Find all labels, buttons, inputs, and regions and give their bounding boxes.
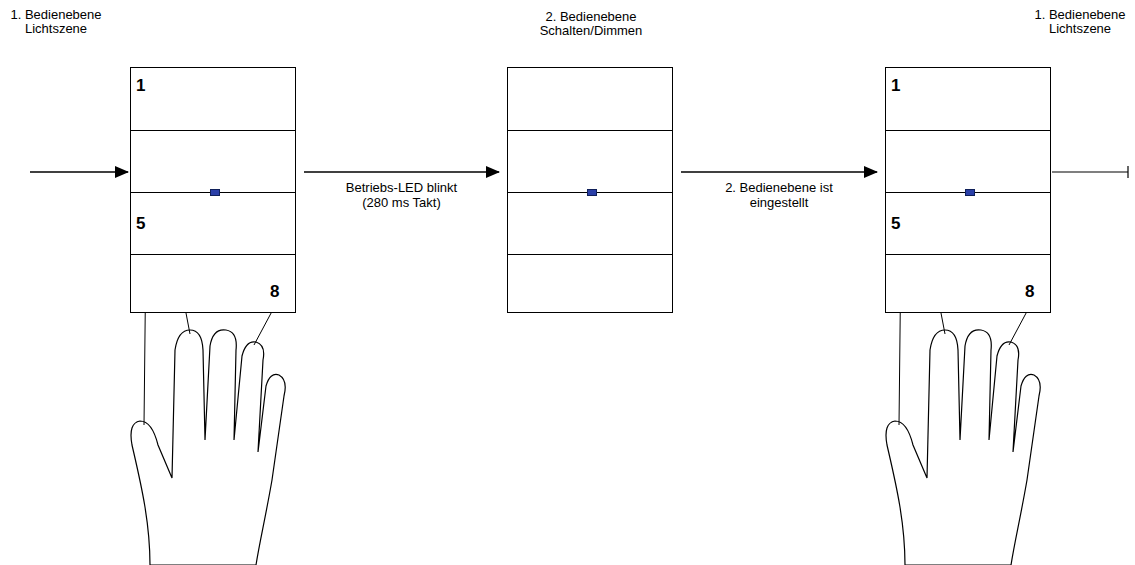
status-led (965, 189, 975, 196)
callout-number: 5 (891, 215, 900, 233)
level-heading: 1. Bedienebene Lichtszene (3, 8, 109, 36)
exit-end (1127, 166, 1128, 178)
switch-panel: 1. Bedienebene Lichtszene (130, 67, 296, 313)
level-heading: 1. Bedienebene Lichtszene (1028, 8, 1132, 36)
status-led (587, 189, 597, 196)
button-divider (508, 254, 672, 255)
entry-arrow (30, 171, 128, 173)
button-divider (508, 130, 672, 131)
level-heading: 2. Bedienebene Schalten/Dimmen (531, 10, 651, 38)
callout-number: 1 (136, 77, 145, 95)
callout-number: 1 (891, 77, 900, 95)
flow-arrow (681, 171, 877, 173)
button-divider (886, 254, 1050, 255)
button-divider (131, 254, 295, 255)
callout-number: 5 (136, 215, 145, 233)
flow-arrow (304, 171, 499, 173)
callout-number: 8 (1025, 283, 1034, 301)
switch-panel: 1. Bedienebene Lichtszene (885, 67, 1051, 313)
status-led (210, 189, 220, 196)
edge-label: Betriebs-LED blinkt (280 ms Takt) (335, 180, 469, 210)
switch-panel: 2. Bedienebene Schalten/Dimmen (507, 67, 673, 313)
button-divider (131, 130, 295, 131)
edge-label: 2. Bedienebene ist eingestellt (722, 180, 836, 210)
exit-line (1052, 171, 1128, 172)
button-divider (886, 130, 1050, 131)
callout-number: 8 (270, 283, 279, 301)
